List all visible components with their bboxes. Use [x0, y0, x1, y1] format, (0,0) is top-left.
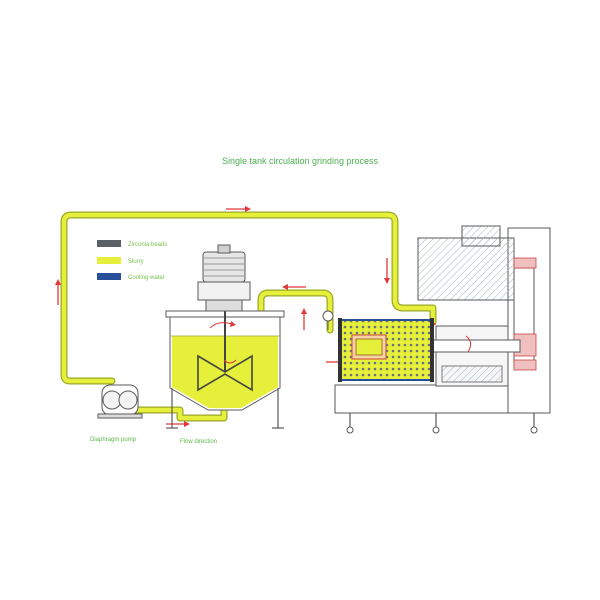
caption-diaphragm-pump: Diaphragm pump: [90, 437, 137, 443]
diagram-title: Single tank circulation grinding process: [221, 156, 379, 166]
slurry-pipe: [60, 211, 437, 422]
flow-arrow-up-mill: [301, 308, 307, 330]
flow-arrow-bottom: [166, 421, 190, 427]
bead-mill: [322, 225, 551, 434]
legend-swatch-slurry: [97, 257, 121, 264]
flow-arrow-return: [282, 284, 306, 290]
legend-swatch-cooling-water: [97, 273, 121, 280]
diaphragm-pump: [97, 384, 143, 419]
legend-swatch-zirconia-beads: [97, 240, 121, 247]
mill-motor-housing: [417, 237, 515, 301]
caption-flow-direction: Flow direction: [180, 439, 217, 445]
flow-arrow-right-down: [384, 258, 390, 284]
legend: Zirconia beads Slurry Cooling water: [97, 240, 167, 281]
flow-arrow-top: [226, 206, 251, 212]
legend-label-slurry: Slurry: [128, 259, 144, 265]
agitator-motor: [197, 244, 251, 312]
legend-label-cooling-water: Cooling water: [128, 275, 165, 281]
mixing-tank: [165, 300, 285, 429]
flow-arrow-left: [55, 279, 61, 305]
legend-label-zirconia-beads: Zirconia beads: [128, 242, 167, 248]
